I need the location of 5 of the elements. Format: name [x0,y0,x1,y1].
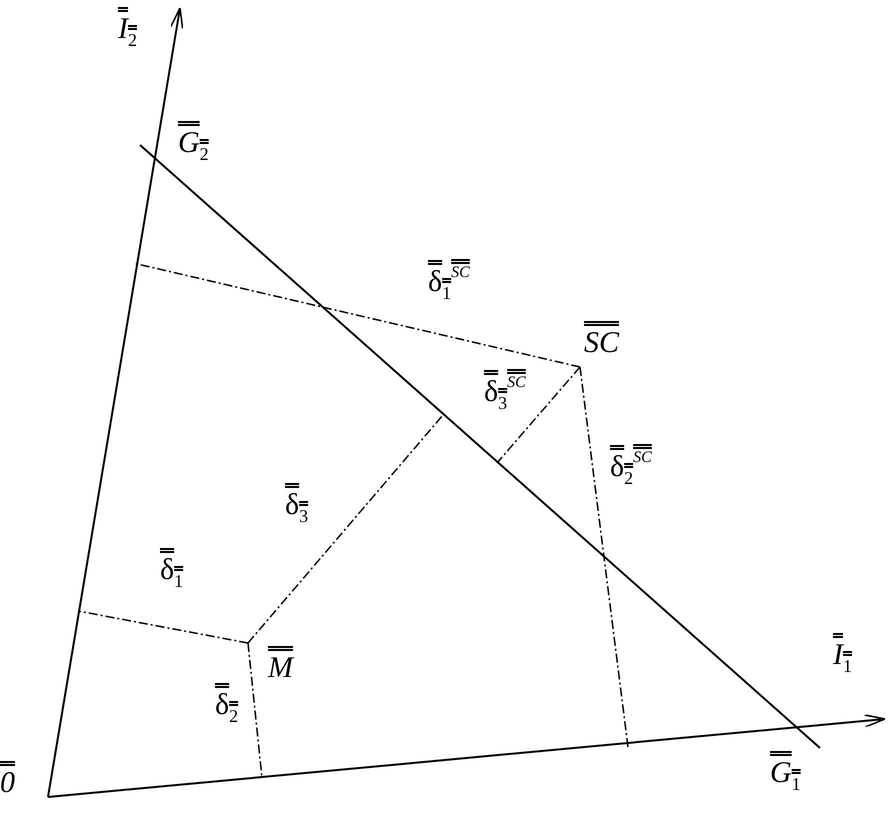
dash-dot-line [78,610,248,644]
dash-dot-line [132,262,580,368]
dash-dot-line [247,642,263,778]
dash-dot-line [579,366,629,748]
dash-dot-line [247,414,444,644]
